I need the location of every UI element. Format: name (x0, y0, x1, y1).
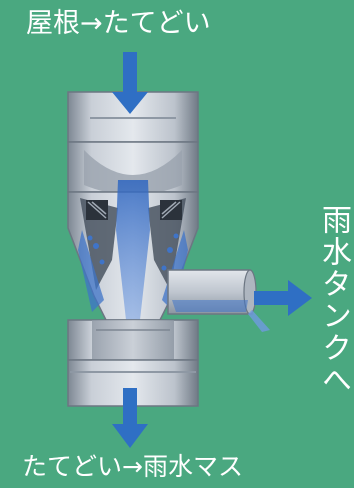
down-arrow-icon (112, 52, 148, 114)
inflow-label: 屋根→たてどい (26, 8, 211, 39)
outflow-side-label: 雨水タンクへ (316, 204, 351, 396)
outflow-bottom-label: たてどい→雨水マス (22, 452, 243, 481)
upper-pipe-section (67, 91, 199, 195)
side-outlet-pipe (167, 269, 270, 332)
right-arrow-icon (254, 280, 312, 316)
down-arrow-icon (112, 388, 148, 448)
